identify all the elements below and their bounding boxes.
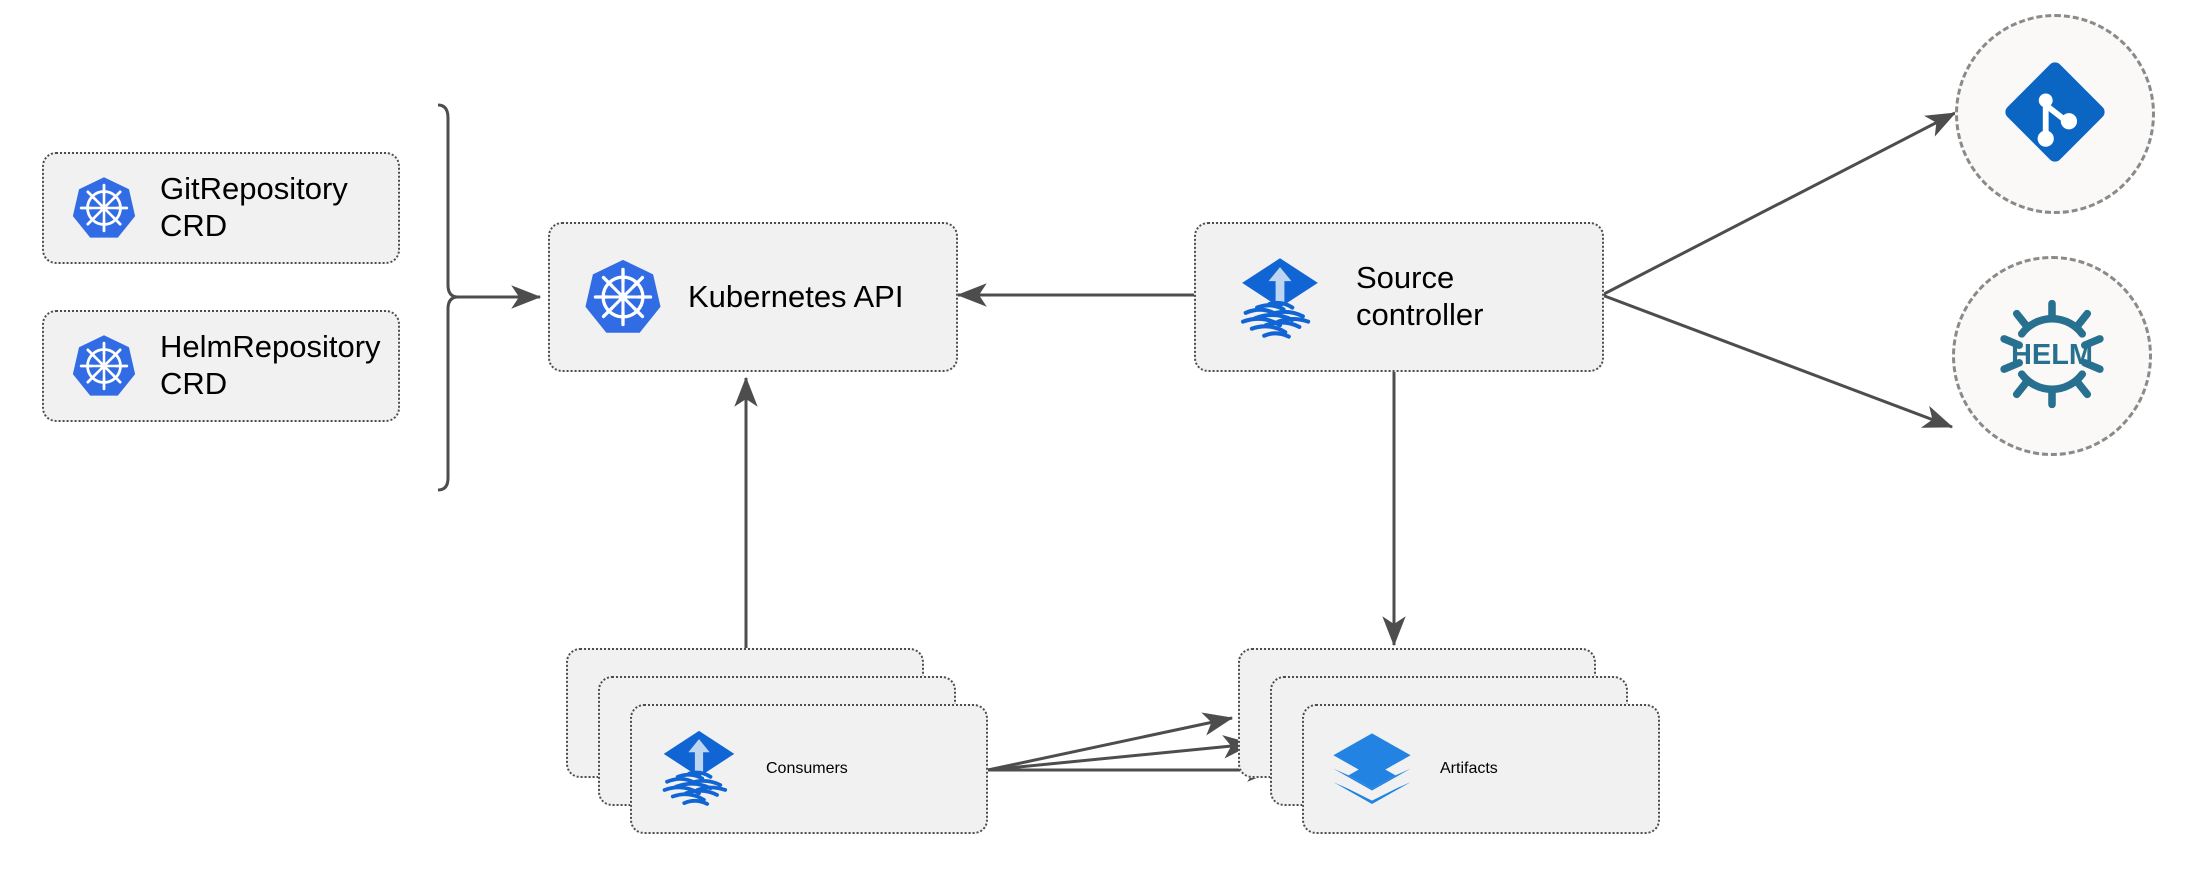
node-consumers[interactable]: Consumers bbox=[566, 648, 988, 838]
helm-icon: HELM bbox=[1989, 291, 2115, 422]
edge-consumers-to-artifacts-1 bbox=[987, 712, 1234, 772]
node-git-repository-crd[interactable]: GitRepository CRD bbox=[42, 152, 400, 264]
kubernetes-icon bbox=[582, 256, 664, 338]
node-helm-source[interactable]: HELM bbox=[1952, 256, 2152, 456]
edge-consumers-to-artifacts-2 bbox=[987, 735, 1254, 772]
node-consumers-label: Consumers bbox=[766, 760, 848, 777]
node-kubernetes-api[interactable]: Kubernetes API bbox=[548, 222, 958, 372]
edge-source-controller-to-helm bbox=[1601, 293, 1954, 429]
node-git-repository-crd-label: GitRepository CRD bbox=[160, 171, 348, 243]
crd-group-brace bbox=[437, 103, 459, 492]
node-source-controller[interactable]: Source controller bbox=[1194, 222, 1604, 372]
flux-icon bbox=[1236, 253, 1324, 341]
node-artifacts[interactable]: Artifacts bbox=[1238, 648, 1660, 838]
layers-icon bbox=[1330, 725, 1414, 814]
flux-icon bbox=[658, 726, 740, 813]
artifacts-sheet-front[interactable]: Artifacts bbox=[1302, 704, 1660, 834]
edge-source-controller-to-git bbox=[1601, 111, 1957, 297]
helm-wordmark: HELM bbox=[2011, 339, 2093, 371]
node-git-source[interactable] bbox=[1955, 14, 2155, 214]
node-artifacts-label: Artifacts bbox=[1440, 760, 1498, 777]
git-icon bbox=[1997, 54, 2113, 175]
node-source-controller-label: Source controller bbox=[1356, 260, 1484, 332]
node-kubernetes-api-label: Kubernetes API bbox=[688, 278, 904, 314]
node-helm-repository-crd[interactable]: HelmRepository CRD bbox=[42, 310, 400, 422]
kubernetes-icon bbox=[70, 332, 138, 400]
consumers-sheet-front[interactable]: Consumers bbox=[630, 704, 988, 834]
node-helm-repository-crd-label: HelmRepository CRD bbox=[160, 329, 381, 401]
kubernetes-icon bbox=[70, 174, 138, 242]
